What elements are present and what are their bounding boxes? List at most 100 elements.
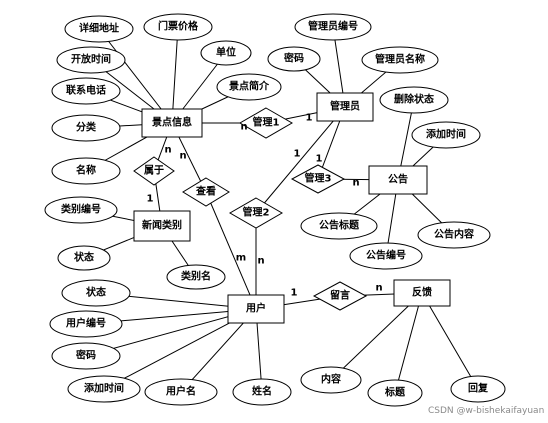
attribute-label: 密码 xyxy=(284,52,304,65)
attribute-label: 管理员编号 xyxy=(308,20,358,33)
cardinality-label: n xyxy=(375,283,382,294)
attribute-ellipse xyxy=(349,242,423,270)
relationship-msg: 留言 xyxy=(312,281,368,311)
attribute-label: 开放时间 xyxy=(71,53,111,66)
attribute-label: 类别名 xyxy=(181,270,211,283)
entity-box xyxy=(141,108,203,138)
cardinality-label: 1 xyxy=(306,113,313,124)
attribute-ellipse xyxy=(144,378,218,406)
edge-feedback-a_fbc xyxy=(330,292,423,381)
attribute-a-name: 名称 xyxy=(51,157,121,185)
attribute-ellipse xyxy=(267,46,321,72)
attribute-label: 状态 xyxy=(74,251,94,264)
attribute-ellipse xyxy=(57,245,111,271)
cardinality-label: n xyxy=(352,178,359,189)
attribute-ellipse xyxy=(367,379,423,407)
entity-label: 用户 xyxy=(245,302,266,315)
attribute-a-addt: 添加时间 xyxy=(411,121,481,149)
entity-news-cat: 新闻类别 xyxy=(133,210,191,242)
cardinality-label: n xyxy=(240,122,247,133)
attribute-ellipse xyxy=(51,77,121,105)
attribute-a-catnm: 类别名 xyxy=(166,264,226,290)
entity-label: 反馈 xyxy=(412,286,432,299)
attribute-label: 回复 xyxy=(468,382,489,395)
attribute-ellipse xyxy=(49,310,123,338)
attribute-a-catst: 状态 xyxy=(57,245,111,271)
relationship-belongs: 属于 xyxy=(133,156,175,186)
relationship-label: 属于 xyxy=(144,165,164,177)
attribute-ellipse xyxy=(56,46,126,74)
attribute-label: 添加时间 xyxy=(84,382,124,395)
attribute-ellipse xyxy=(216,73,282,101)
relationship-diamond xyxy=(182,177,230,207)
attribute-ellipse xyxy=(61,279,131,307)
attribute-label: 联系电话 xyxy=(66,84,106,97)
attribute-a-phone: 联系电话 xyxy=(51,77,121,105)
attribute-a-admpw: 密码 xyxy=(267,46,321,72)
relationship-label: 查看 xyxy=(195,185,216,198)
entity-label: 公告 xyxy=(388,173,408,186)
diagram-nodes: 景点信息管理员公告新闻类别用户反馈管理1管理2管理3属于查看留言详细地址门票价格… xyxy=(44,13,506,407)
attribute-a-ntitle: 公告标题 xyxy=(300,212,378,240)
cardinality-label: m xyxy=(236,253,246,264)
cardinality-label: 1 xyxy=(291,288,298,299)
edge-feedback-a_fbr xyxy=(421,292,479,390)
attribute-label: 姓名 xyxy=(251,385,272,398)
attribute-ellipse xyxy=(361,46,439,74)
attribute-a-del: 删除状态 xyxy=(379,86,449,114)
attribute-label: 用户编号 xyxy=(65,317,106,330)
relationship-diamond xyxy=(133,156,175,186)
cardinality-label: 1 xyxy=(294,149,301,160)
relationship-label: 管理1 xyxy=(253,116,280,129)
edge-attraction-a_price xyxy=(171,26,179,124)
attribute-ellipse xyxy=(200,40,252,66)
attribute-ellipse xyxy=(44,196,118,224)
attribute-a-fbt: 标题 xyxy=(367,379,423,407)
attribute-label: 公告编号 xyxy=(366,249,406,262)
entity-notice: 公告 xyxy=(368,165,428,195)
attribute-a-uid: 用户编号 xyxy=(49,310,123,338)
attribute-ellipse xyxy=(300,366,362,394)
attribute-a-catid: 类别编号 xyxy=(44,196,118,224)
watermark: CSDN @w-bishekaifayuan xyxy=(428,406,544,416)
relationship-diamond xyxy=(290,164,346,194)
attribute-a-fbr: 回复 xyxy=(450,375,506,403)
attribute-a-price: 门票价格 xyxy=(143,13,213,41)
attribute-a-open: 开放时间 xyxy=(56,46,126,74)
edge-view-user xyxy=(205,191,257,310)
attribute-label: 添加时间 xyxy=(426,128,466,141)
edge-attraction-a_addr xyxy=(98,28,173,124)
entity-box xyxy=(227,294,285,324)
relationship-label: 管理2 xyxy=(243,206,270,219)
relationship-diamond xyxy=(312,281,368,311)
cardinality-label: n xyxy=(179,151,186,162)
attribute-ellipse xyxy=(300,212,378,240)
attribute-a-cat: 分类 xyxy=(51,114,121,142)
attribute-a-fbc: 内容 xyxy=(300,366,362,394)
attribute-ellipse xyxy=(166,264,226,290)
relationship-label: 留言 xyxy=(330,289,350,302)
attribute-label: 密码 xyxy=(76,349,96,362)
attribute-label: 用户名 xyxy=(165,385,196,398)
attribute-ellipse xyxy=(232,378,292,406)
attribute-ellipse xyxy=(143,13,213,41)
cardinality-label: 1 xyxy=(147,194,154,205)
attribute-label: 单位 xyxy=(216,46,236,59)
edge-admin-m2 xyxy=(255,106,346,214)
attribute-label: 景点简介 xyxy=(229,80,270,93)
entity-feedback: 反馈 xyxy=(393,279,451,307)
attribute-ellipse xyxy=(67,375,141,403)
attribute-label: 类别编号 xyxy=(61,203,101,216)
relationship-m2: 管理2 xyxy=(228,197,284,229)
attribute-a-nid: 公告编号 xyxy=(349,242,423,270)
relationship-diamond xyxy=(238,107,294,139)
attribute-label: 状态 xyxy=(86,286,106,299)
attribute-ellipse xyxy=(450,375,506,403)
attribute-a-upw: 密码 xyxy=(51,342,121,370)
relationship-view: 查看 xyxy=(182,177,230,207)
edge-feedback-a_fbt xyxy=(394,292,423,394)
relationship-m3: 管理3 xyxy=(290,164,346,194)
attribute-a-unit: 单位 xyxy=(200,40,252,66)
